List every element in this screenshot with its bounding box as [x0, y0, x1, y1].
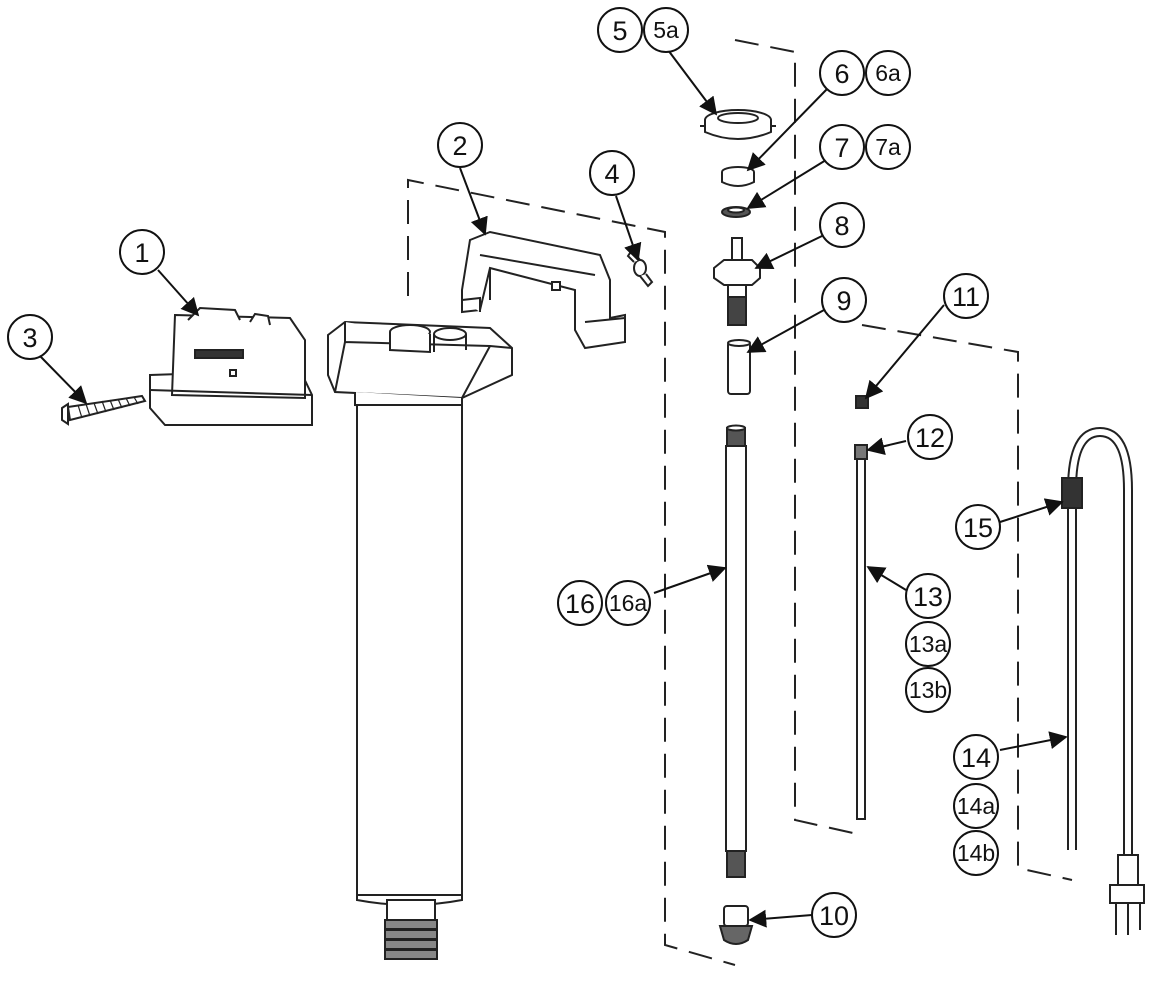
part-cover — [149, 306, 313, 426]
callout-15: 15 — [955, 504, 1001, 550]
callout-6: 6 — [819, 50, 865, 96]
callout-14a-label: 14a — [957, 793, 996, 819]
callout-13: 13 — [905, 573, 951, 619]
callout-10: 10 — [811, 892, 857, 938]
callout-6a: 6a — [865, 50, 911, 96]
leader-1 — [157, 269, 200, 317]
leader-14 — [999, 731, 1068, 751]
callout-13b-label: 13b — [909, 677, 947, 703]
callout-8: 8 — [819, 202, 865, 248]
part-washer — [721, 206, 751, 218]
leader-3 — [39, 355, 88, 405]
assembly-guide-lines — [407, 39, 1073, 966]
callout-14: 14 — [953, 734, 999, 780]
callout-11: 11 — [943, 273, 989, 319]
callout-5-label: 5 — [612, 16, 627, 46]
part-wing-nut — [626, 248, 654, 288]
leader-13 — [866, 566, 907, 591]
callout-13a: 13a — [905, 621, 951, 667]
part-housing — [327, 320, 513, 960]
leader-8 — [754, 235, 823, 270]
callout-4-label: 4 — [604, 159, 619, 189]
part-sleeve — [727, 339, 751, 395]
guide-bracket-rod — [861, 324, 1073, 881]
callout-6-label: 6 — [834, 59, 849, 89]
callout-14a: 14a — [953, 783, 999, 829]
leader-7 — [746, 159, 827, 209]
callout-9-label: 9 — [836, 286, 851, 316]
part-heater-cord — [1061, 426, 1145, 935]
part-ring-nut — [700, 109, 776, 140]
callout-15-label: 15 — [963, 513, 993, 543]
callout-12: 12 — [907, 414, 953, 460]
callout-14b-label: 14b — [957, 840, 995, 866]
callout-3: 3 — [7, 314, 53, 360]
leader-4 — [615, 195, 642, 262]
part-pipe — [725, 424, 747, 878]
callout-16a-label: 16a — [609, 590, 648, 616]
part-drain-valve — [718, 905, 754, 945]
part-probe-rod — [854, 395, 869, 820]
callout-4: 4 — [589, 150, 635, 196]
callout-5a-label: 5a — [653, 17, 679, 43]
callout-16-label: 16 — [565, 589, 595, 619]
callout-2-label: 2 — [452, 131, 467, 161]
callout-11-label: 11 — [952, 282, 980, 312]
callout-13a-label: 13a — [909, 631, 948, 657]
guide-bracket-left — [407, 178, 736, 966]
leader-5 — [667, 49, 718, 116]
callout-7-label: 7 — [834, 133, 849, 163]
callout-14b: 14b — [953, 830, 999, 876]
callout-3-label: 3 — [22, 323, 37, 353]
callout-1-label: 1 — [134, 238, 149, 268]
leader-15 — [999, 498, 1064, 523]
leader-12 — [866, 437, 907, 456]
part-screw — [61, 394, 147, 426]
callout-16a: 16a — [605, 580, 651, 626]
leader-2 — [459, 167, 488, 236]
callout-10-label: 10 — [819, 901, 849, 931]
callout-6a-label: 6a — [875, 60, 901, 86]
leader-9 — [746, 309, 825, 353]
callout-7a-label: 7a — [875, 134, 901, 160]
callout-13b: 13b — [905, 667, 951, 713]
callout-8-label: 8 — [834, 211, 849, 241]
leader-16 — [653, 564, 727, 594]
part-cap — [721, 166, 755, 187]
callout-9: 9 — [821, 277, 867, 323]
leader-10 — [748, 909, 813, 928]
callout-7: 7 — [819, 124, 865, 170]
callout-16: 16 — [557, 580, 603, 626]
leader-6 — [746, 87, 829, 172]
callout-12-label: 12 — [915, 423, 945, 453]
callout-5a: 5a — [643, 7, 689, 53]
callout-5: 5 — [597, 7, 643, 53]
callout-13-label: 13 — [913, 582, 943, 612]
guide-bracket-center — [734, 39, 863, 836]
part-fitting — [713, 237, 761, 326]
callout-2: 2 — [437, 122, 483, 168]
callout-14-label: 14 — [961, 743, 991, 773]
part-bracket — [461, 230, 626, 350]
leader-11 — [864, 304, 945, 400]
callout-7a: 7a — [865, 124, 911, 170]
leader-arrows — [39, 49, 1068, 928]
callouts: 1 2 3 4 5 5a 6 6a 7 7a 8 9 10 11 12 13 1… — [7, 7, 1001, 938]
callout-1: 1 — [119, 229, 165, 275]
